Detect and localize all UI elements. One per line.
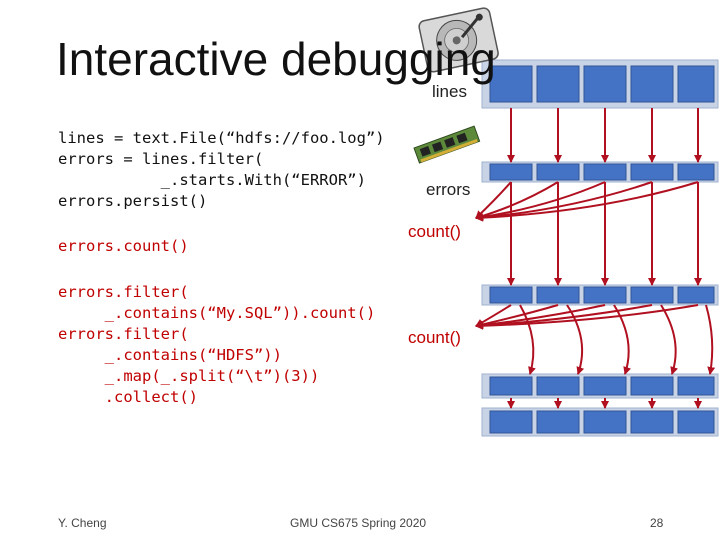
slide-title: Interactive debugging <box>56 33 496 85</box>
lines-partition-row <box>481 59 719 109</box>
hdfs-to-map-arrows <box>507 398 702 409</box>
code-block-count: errors.count() <box>58 237 189 255</box>
errors-partition-row <box>481 161 719 183</box>
memory-module-icon <box>413 125 481 164</box>
hdfs-partition-row <box>481 373 719 399</box>
mysql-partition-row <box>481 284 719 306</box>
count-label-1: count() <box>408 222 461 241</box>
mysql-to-count-arrows <box>475 304 699 330</box>
errors-to-hdfs-arrows <box>519 304 716 375</box>
footer-course: GMU CS675 Spring 2020 <box>290 516 427 530</box>
errors-to-count-arrows <box>475 181 699 222</box>
code-block-load: lines = text.File(“hdfs://foo.log”) erro… <box>58 129 385 210</box>
errors-label: errors <box>426 180 471 199</box>
count-label-2: count() <box>408 328 461 347</box>
footer-author: Y. Cheng <box>58 516 107 530</box>
code-block-filters: errors.filter( _.contains(“My.SQL”)).cou… <box>58 283 376 406</box>
map-partition-row <box>481 407 719 437</box>
footer-page-number: 28 <box>650 516 664 530</box>
lines-label: lines <box>432 82 467 101</box>
errors-to-mysql-arrows <box>507 182 702 286</box>
hard-drive-icon <box>418 7 499 73</box>
lines-to-errors-arrows <box>507 108 702 163</box>
